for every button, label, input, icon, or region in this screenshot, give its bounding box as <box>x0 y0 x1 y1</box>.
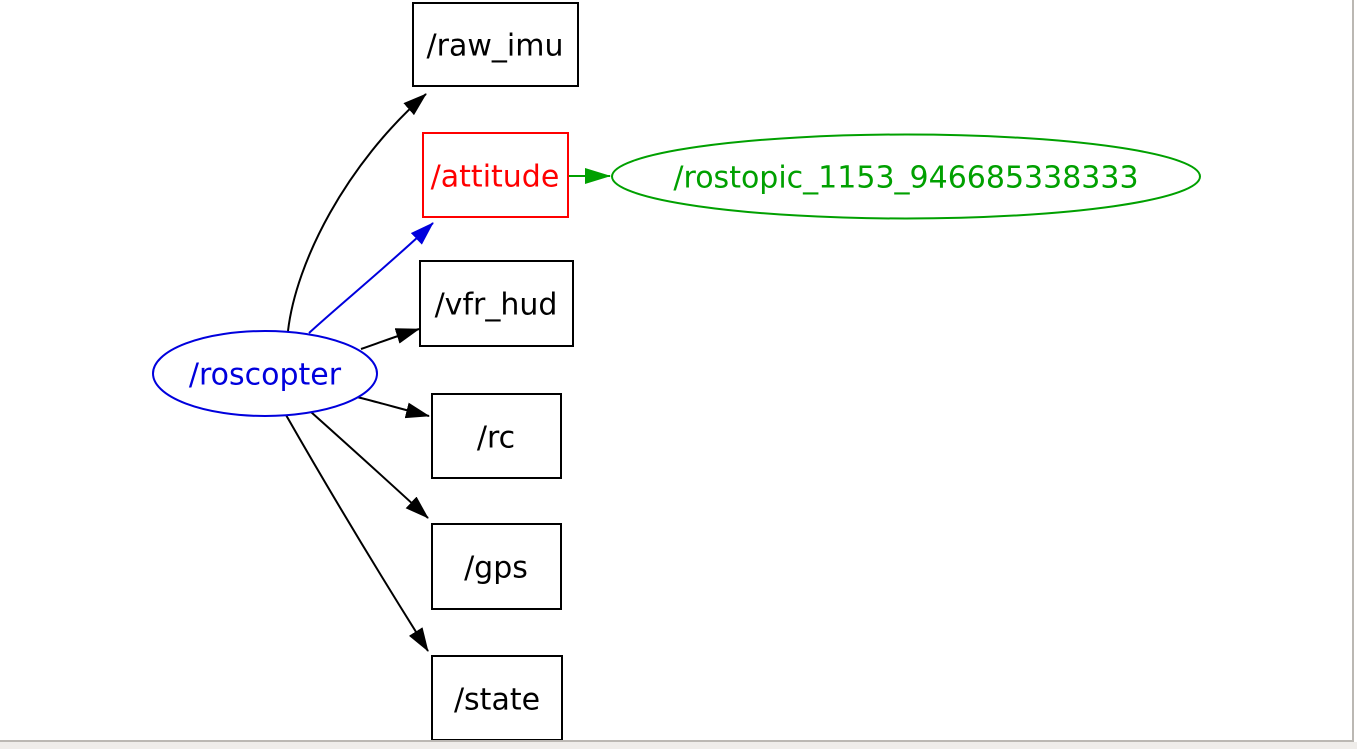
node-gps[interactable]: /gps <box>431 523 562 610</box>
vfr-hud-box[interactable] <box>419 260 574 347</box>
node-rc[interactable]: /rc <box>431 393 562 479</box>
raw-imu-label: /raw_imu <box>427 29 564 64</box>
state-box[interactable] <box>431 655 563 741</box>
roscopter-label: /roscopter <box>189 358 342 393</box>
node-raw-imu[interactable]: /raw_imu <box>412 2 579 87</box>
node-rostopic[interactable]: /rostopic_1153_946685338333 <box>611 133 1201 220</box>
raw-imu-box[interactable] <box>412 2 579 87</box>
rostopic-ellipse[interactable] <box>611 133 1201 220</box>
edge-roscopter-gps <box>310 411 429 519</box>
edge-layer <box>285 93 611 652</box>
edge-roscopter-vfr-hud <box>360 328 420 350</box>
edge-roscopter-raw-imu <box>287 93 427 332</box>
attitude-box[interactable] <box>422 132 569 218</box>
window-bottom-strip <box>0 742 1357 749</box>
edge-roscopter-attitude <box>308 222 434 334</box>
node-state[interactable]: /state <box>431 655 563 741</box>
gps-box[interactable] <box>431 523 562 610</box>
state-label: /state <box>454 683 540 718</box>
attitude-label: /attitude <box>431 160 560 195</box>
rostopic-label: /rostopic_1153_946685338333 <box>673 161 1138 196</box>
roscopter-ellipse[interactable] <box>152 330 378 417</box>
node-roscopter[interactable]: /roscopter <box>152 330 378 417</box>
rc-label: /rc <box>477 421 515 456</box>
node-attitude[interactable]: /attitude <box>422 132 569 218</box>
node-layer: /raw_imu /attitude /vfr_hud /rc /gps /st… <box>152 2 1201 741</box>
edge-roscopter-state <box>285 414 429 652</box>
node-vfr-hud[interactable]: /vfr_hud <box>419 260 574 347</box>
gps-label: /gps <box>464 551 528 586</box>
rc-box[interactable] <box>431 393 562 479</box>
vfr-hud-label: /vfr_hud <box>435 288 558 323</box>
edge-roscopter-rc <box>356 396 430 419</box>
